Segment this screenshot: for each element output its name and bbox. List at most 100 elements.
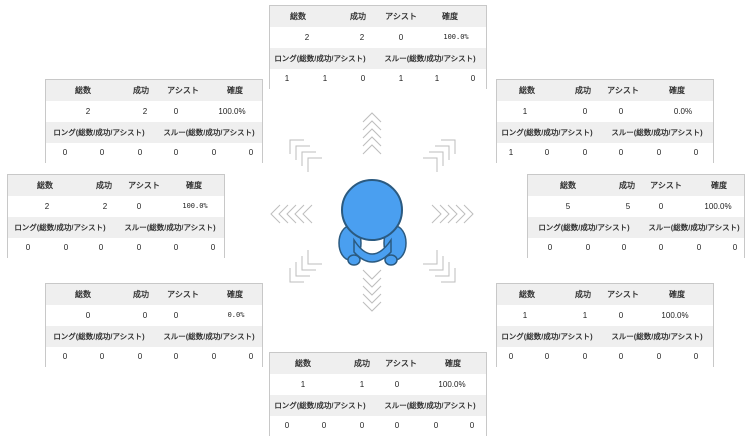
value-success: 1: [359, 380, 365, 389]
value-assist: 0: [658, 202, 664, 211]
header-total: 総数: [290, 12, 306, 21]
pass-stats-panel-upper-left: 総数 成功 アシスト 確度 2 2 0 100.0% ロング(総数/成功/アシス…: [45, 79, 263, 163]
value-through-total: 0: [173, 148, 179, 157]
value-through-assist: 0: [693, 352, 699, 361]
value-assist: 0: [394, 380, 400, 389]
header-long: ロング(総数/成功/アシスト): [14, 223, 106, 232]
header-total: 総数: [519, 86, 535, 95]
value-total: 1: [522, 311, 528, 320]
header-long: ロング(総数/成功/アシスト): [538, 223, 630, 232]
value-success: 0: [582, 107, 588, 116]
header-through: スルー(総数/成功/アシスト): [611, 332, 703, 341]
value-long-total: 1: [508, 148, 514, 157]
value-long-total: 0: [62, 148, 68, 157]
value-success: 5: [625, 202, 631, 211]
value-through-success: 0: [696, 243, 702, 252]
value-accuracy: 100.0%: [182, 202, 208, 210]
value-through-assist: 0: [210, 243, 216, 252]
value-long-assist: 0: [582, 148, 588, 157]
value-long-total: 1: [284, 74, 290, 83]
header-success: 成功: [575, 290, 591, 299]
value-accuracy: 100.0%: [443, 33, 469, 41]
header-long: ロング(総数/成功/アシスト): [274, 54, 366, 63]
pass-stats-panel-right: 総数 成功 アシスト 確度 5 5 0 100.0% ロング(総数/成功/アシス…: [527, 174, 745, 258]
value-through-total: 0: [136, 243, 142, 252]
pass-stats-panel-left: 総数 成功 アシスト 確度 2 2 0 100.0% ロング(総数/成功/アシス…: [7, 174, 225, 258]
value-through-total: 0: [658, 243, 664, 252]
value-assist: 0: [618, 107, 624, 116]
value-through-assist: 0: [469, 421, 475, 430]
value-total: 2: [44, 202, 50, 211]
value-through-total: 0: [618, 148, 624, 157]
value-assist: 0: [173, 311, 179, 320]
header-accuracy: 確度: [442, 12, 458, 21]
header-total: 総数: [295, 359, 311, 368]
header-through: スルー(総数/成功/アシスト): [384, 401, 476, 410]
header-success: 成功: [133, 290, 149, 299]
header-long: ロング(総数/成功/アシスト): [53, 128, 145, 137]
header-assist: アシスト: [650, 181, 682, 190]
value-long-success: 0: [99, 148, 105, 157]
value-success: 2: [142, 107, 148, 116]
header-long: ロング(総数/成功/アシスト): [274, 401, 366, 410]
value-through-success: 1: [434, 74, 440, 83]
header-success: 成功: [575, 86, 591, 95]
header-accuracy: 確度: [445, 359, 461, 368]
player-top-view-icon: [338, 179, 407, 266]
header-accuracy: 確度: [711, 181, 727, 190]
value-long-assist: 0: [359, 421, 365, 430]
value-accuracy: 100.0%: [704, 202, 732, 211]
header-total: 総数: [560, 181, 576, 190]
value-long-success: 0: [544, 148, 550, 157]
value-long-success: 0: [544, 352, 550, 361]
header-through: スルー(総数/成功/アシスト): [163, 128, 255, 137]
header-success: 成功: [354, 359, 370, 368]
value-through-assist: 0: [248, 352, 254, 361]
value-through-success: 0: [656, 148, 662, 157]
value-through-total: 0: [618, 352, 624, 361]
value-success: 1: [582, 311, 588, 320]
header-assist: アシスト: [128, 181, 160, 190]
value-through-total: 0: [394, 421, 400, 430]
value-accuracy: 100.0%: [661, 311, 689, 320]
value-through-success: 0: [211, 148, 217, 157]
value-through-total: 1: [398, 74, 404, 83]
header-success: 成功: [350, 12, 366, 21]
value-total: 0: [85, 311, 91, 320]
header-long: ロング(総数/成功/アシスト): [53, 332, 145, 341]
value-total: 1: [522, 107, 528, 116]
header-assist: アシスト: [607, 290, 639, 299]
pass-stats-panel-lower-right: 総数 成功 アシスト 確度 1 1 0 100.0% ロング(総数/成功/アシス…: [496, 283, 714, 367]
pass-stats-panel-bottom: 総数 成功 アシスト 確度 1 1 0 100.0% ロング(総数/成功/アシス…: [269, 352, 487, 436]
value-long-success: 0: [63, 243, 69, 252]
value-long-assist: 0: [137, 352, 143, 361]
value-success: 2: [359, 33, 365, 42]
header-success: 成功: [96, 181, 112, 190]
pass-stats-panel-top: 総数 成功 アシスト 確度 2 2 0 100.0% ロング(総数/成功/アシス…: [269, 5, 487, 89]
header-through: スルー(総数/成功/アシスト): [384, 54, 476, 63]
value-total: 5: [565, 202, 571, 211]
value-assist: 0: [173, 107, 179, 116]
value-through-success: 0: [173, 243, 179, 252]
value-total: 1: [300, 380, 306, 389]
header-through: スルー(総数/成功/アシスト): [124, 223, 216, 232]
value-through-success: 0: [433, 421, 439, 430]
value-through-success: 0: [656, 352, 662, 361]
value-success: 0: [142, 311, 148, 320]
value-long-total: 0: [547, 243, 553, 252]
value-through-total: 0: [173, 352, 179, 361]
value-long-assist: 0: [621, 243, 627, 252]
value-assist: 0: [136, 202, 142, 211]
header-total: 総数: [37, 181, 53, 190]
value-long-success: 1: [322, 74, 328, 83]
header-assist: アシスト: [385, 359, 417, 368]
value-long-success: 0: [321, 421, 327, 430]
direction-chevron-icon: [270, 112, 474, 312]
value-through-assist: 0: [248, 148, 254, 157]
value-long-success: 0: [585, 243, 591, 252]
header-accuracy: 確度: [186, 181, 202, 190]
header-long: ロング(総数/成功/アシスト): [501, 332, 593, 341]
value-through-assist: 0: [732, 243, 738, 252]
value-long-total: 0: [284, 421, 290, 430]
value-long-success: 0: [99, 352, 105, 361]
